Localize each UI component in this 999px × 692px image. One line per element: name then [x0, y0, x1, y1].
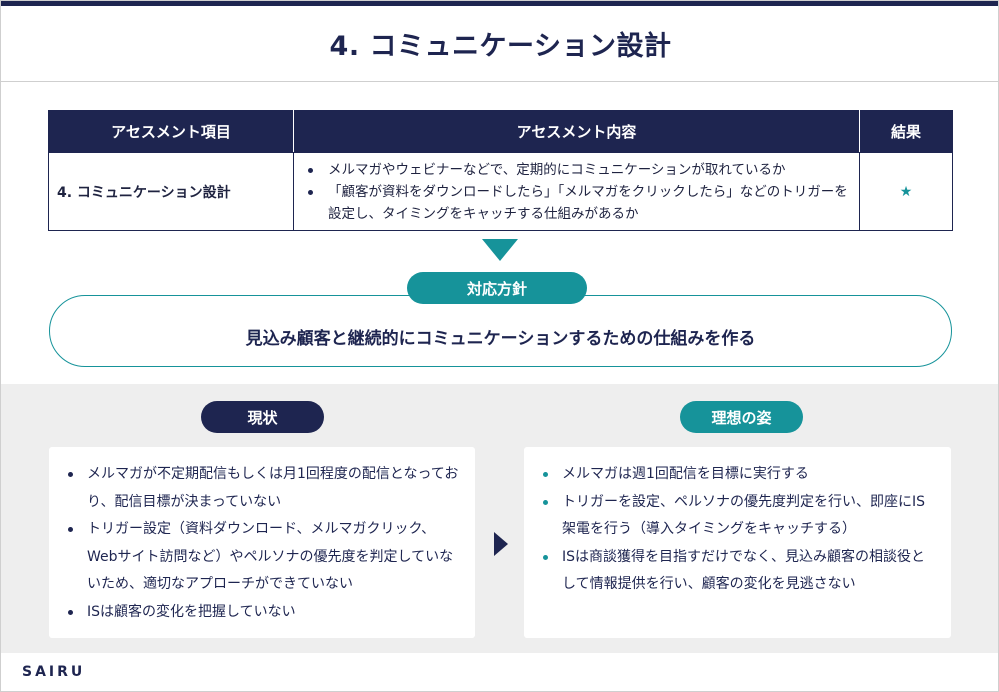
list-item: メルマガやウェビナーなどで、定期的にコミュニケーションが取れているか [306, 159, 849, 181]
header-assessment-item: アセスメント項目 [48, 110, 294, 153]
sairu-logo: SAIRU [22, 664, 86, 680]
list-item: メルマガは週1回配信を目標に実行する [540, 461, 937, 489]
list-item: ISは顧客の変化を把握していない [65, 599, 461, 627]
result-cell: ★ [859, 152, 953, 231]
ideal-state-label: 理想の姿 [680, 401, 803, 433]
header-assessment-content: アセスメント内容 [293, 110, 860, 153]
current-state-card: メルマガが不定期配信もしくは月1回程度の配信となっており、配信目標が決まっていな… [49, 447, 475, 638]
policy-text: 見込み顧客と継続的にコミュニケーションするための仕組みを作る [245, 328, 756, 349]
list-item: トリガー設定（資料ダウンロード、メルマガクリック、Webサイト訪問など）やペルソ… [65, 516, 461, 599]
triangle-right-icon [494, 532, 508, 556]
ideal-state-card: メルマガは週1回配信を目標に実行する トリガーを設定、ペルソナの優先度判定を行い… [524, 447, 951, 638]
policy-badge: 対応方針 [407, 272, 587, 304]
page-title: 4. コミュニケーション設計 [329, 31, 672, 62]
header: 4. コミュニケーション設計 [1, 6, 998, 82]
current-state-label: 現状 [201, 401, 324, 433]
header-result: 結果 [859, 110, 953, 153]
table-row: 4. コミュニケーション設計 メルマガやウェビナーなどで、定期的にコミュニケーシ… [48, 152, 953, 231]
list-item: ISは商談獲得を目指すだけでなく、見込み顧客の相談役として情報提供を行い、顧客の… [540, 544, 937, 599]
list-item: メルマガが不定期配信もしくは月1回程度の配信となっており、配信目標が決まっていな… [65, 461, 461, 516]
top-accent-bar [1, 1, 998, 6]
policy-box: 見込み顧客と継続的にコミュニケーションするための仕組みを作る [49, 295, 952, 367]
assessment-content-cell: メルマガやウェビナーなどで、定期的にコミュニケーションが取れているか 「顧客が資… [293, 152, 860, 231]
star-icon: ★ [899, 183, 913, 200]
triangle-down-icon [482, 239, 518, 261]
assessment-table: アセスメント項目 アセスメント内容 結果 4. コミュニケーション設計 メルマガ… [48, 110, 953, 231]
list-item: トリガーを設定、ペルソナの優先度判定を行い、即座にIS架電を行う（導入タイミング… [540, 489, 937, 544]
list-item: 「顧客が資料をダウンロードしたら」「メルマガをクリックしたら」などのトリガーを設… [306, 181, 849, 225]
assessment-item-cell: 4. コミュニケーション設計 [48, 152, 294, 231]
